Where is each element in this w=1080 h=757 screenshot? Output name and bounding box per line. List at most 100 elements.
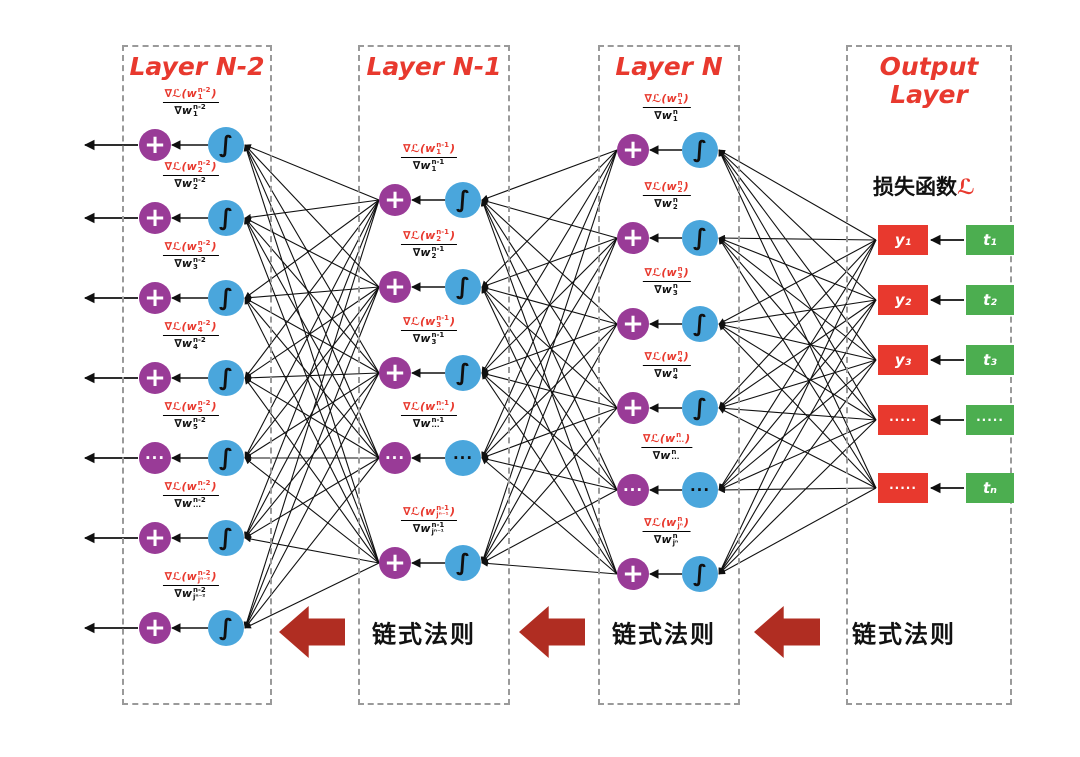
activation-node: ∫ bbox=[682, 556, 718, 592]
mesh-line bbox=[481, 199, 618, 325]
activation-node: ∫ bbox=[445, 269, 481, 305]
mesh-line bbox=[718, 359, 877, 491]
activation-node: ∫ bbox=[682, 306, 718, 342]
loss-text: 损失函数 bbox=[873, 175, 957, 199]
layer-box bbox=[598, 45, 740, 705]
mesh-line bbox=[718, 237, 877, 489]
mesh-line bbox=[244, 297, 380, 564]
mesh-line bbox=[481, 560, 618, 575]
mesh-line bbox=[718, 237, 877, 301]
plus-node: + bbox=[139, 202, 171, 234]
activation-node: ∫ bbox=[208, 200, 244, 236]
mesh-line bbox=[718, 299, 877, 491]
activation-node: ∫ bbox=[445, 545, 481, 581]
mesh-line bbox=[244, 199, 380, 539]
loss-function-label: 损失函数ℒ bbox=[873, 171, 975, 201]
chain-rule-arrow bbox=[754, 606, 820, 658]
mesh-line bbox=[718, 237, 877, 361]
mesh-line bbox=[718, 407, 877, 489]
activation-node: ∫ bbox=[682, 220, 718, 256]
activation-node: ∫ bbox=[208, 280, 244, 316]
mesh-line bbox=[244, 286, 380, 459]
mesh-line bbox=[244, 377, 380, 459]
chain-rule-arrow bbox=[279, 606, 345, 658]
mesh-line bbox=[244, 457, 380, 564]
plus-node: + bbox=[139, 129, 171, 161]
plus-node: + bbox=[379, 271, 411, 303]
mesh-line bbox=[480, 149, 618, 564]
plus-node: + bbox=[379, 184, 411, 216]
prediction-box: ····· bbox=[878, 473, 928, 503]
mesh-line bbox=[244, 535, 380, 564]
mesh-line bbox=[481, 407, 618, 460]
mesh-line bbox=[243, 144, 380, 564]
mesh-line bbox=[481, 371, 618, 409]
layer-box bbox=[846, 45, 1012, 705]
mesh-line bbox=[244, 217, 380, 459]
mesh-line bbox=[718, 299, 877, 409]
mesh-line bbox=[718, 239, 877, 409]
mesh-line bbox=[481, 323, 618, 375]
activation-node: ··· bbox=[445, 440, 481, 476]
mesh-line bbox=[718, 239, 877, 575]
index-stack: n-1··· bbox=[436, 399, 450, 414]
mesh-line bbox=[480, 199, 618, 575]
index-stack: n-1··· bbox=[431, 416, 445, 431]
mesh-line bbox=[718, 487, 877, 575]
mesh-line bbox=[718, 149, 877, 241]
mesh-line bbox=[244, 199, 380, 459]
mesh-line bbox=[244, 372, 380, 539]
layer-box bbox=[122, 45, 272, 705]
mesh-line bbox=[244, 297, 380, 459]
mesh-line bbox=[718, 299, 877, 327]
layer-title: Layer N-2 bbox=[129, 52, 265, 81]
mesh-line bbox=[481, 198, 618, 239]
plus-node: ··· bbox=[379, 442, 411, 474]
mesh-line bbox=[244, 286, 380, 301]
mesh-line bbox=[481, 286, 618, 575]
target-box: t₁ bbox=[966, 225, 1014, 255]
plus-node: + bbox=[139, 522, 171, 554]
prediction-box: ····· bbox=[878, 405, 928, 435]
prediction-box: y₃ bbox=[878, 345, 928, 375]
target-box: t₂ bbox=[966, 285, 1014, 315]
plus-node: + bbox=[617, 222, 649, 254]
mesh-line bbox=[244, 144, 380, 288]
mesh-line bbox=[718, 149, 877, 421]
